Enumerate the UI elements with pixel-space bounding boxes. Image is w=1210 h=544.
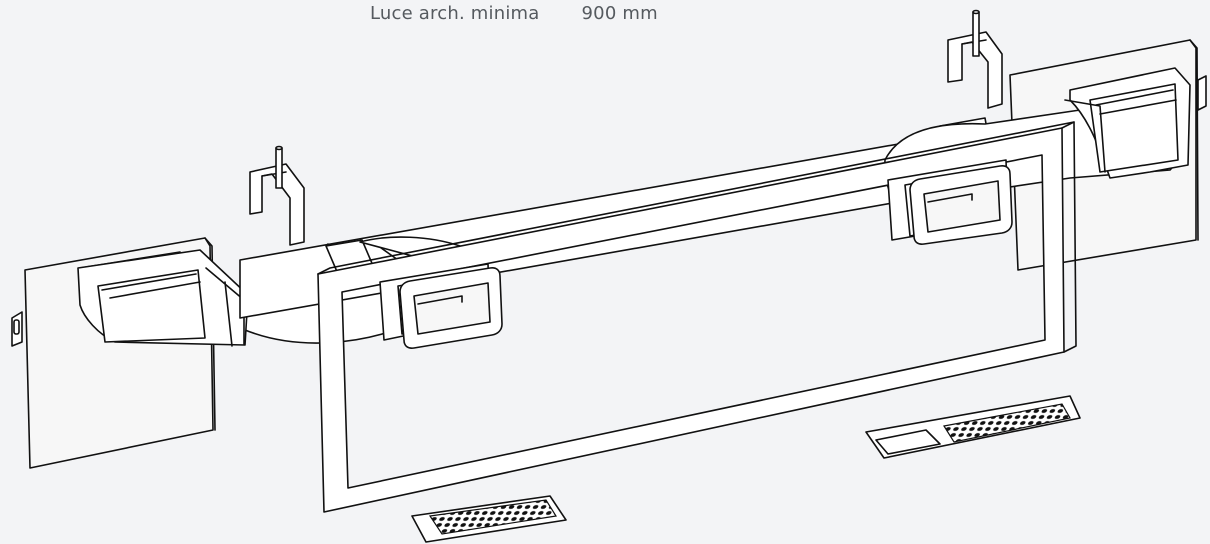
caption-label: Luce arch. minima (370, 3, 540, 24)
left-collar (379, 263, 503, 349)
rectangular-frame (317, 121, 1077, 513)
rear-grille (865, 395, 1081, 459)
right-collar (887, 159, 1013, 245)
right-bracket (947, 9, 1003, 109)
caption-value: 900 mm (581, 3, 658, 24)
caption: Luce arch. minima 900 mm (370, 3, 658, 24)
left-bracket (249, 145, 305, 246)
front-grille (411, 495, 567, 543)
